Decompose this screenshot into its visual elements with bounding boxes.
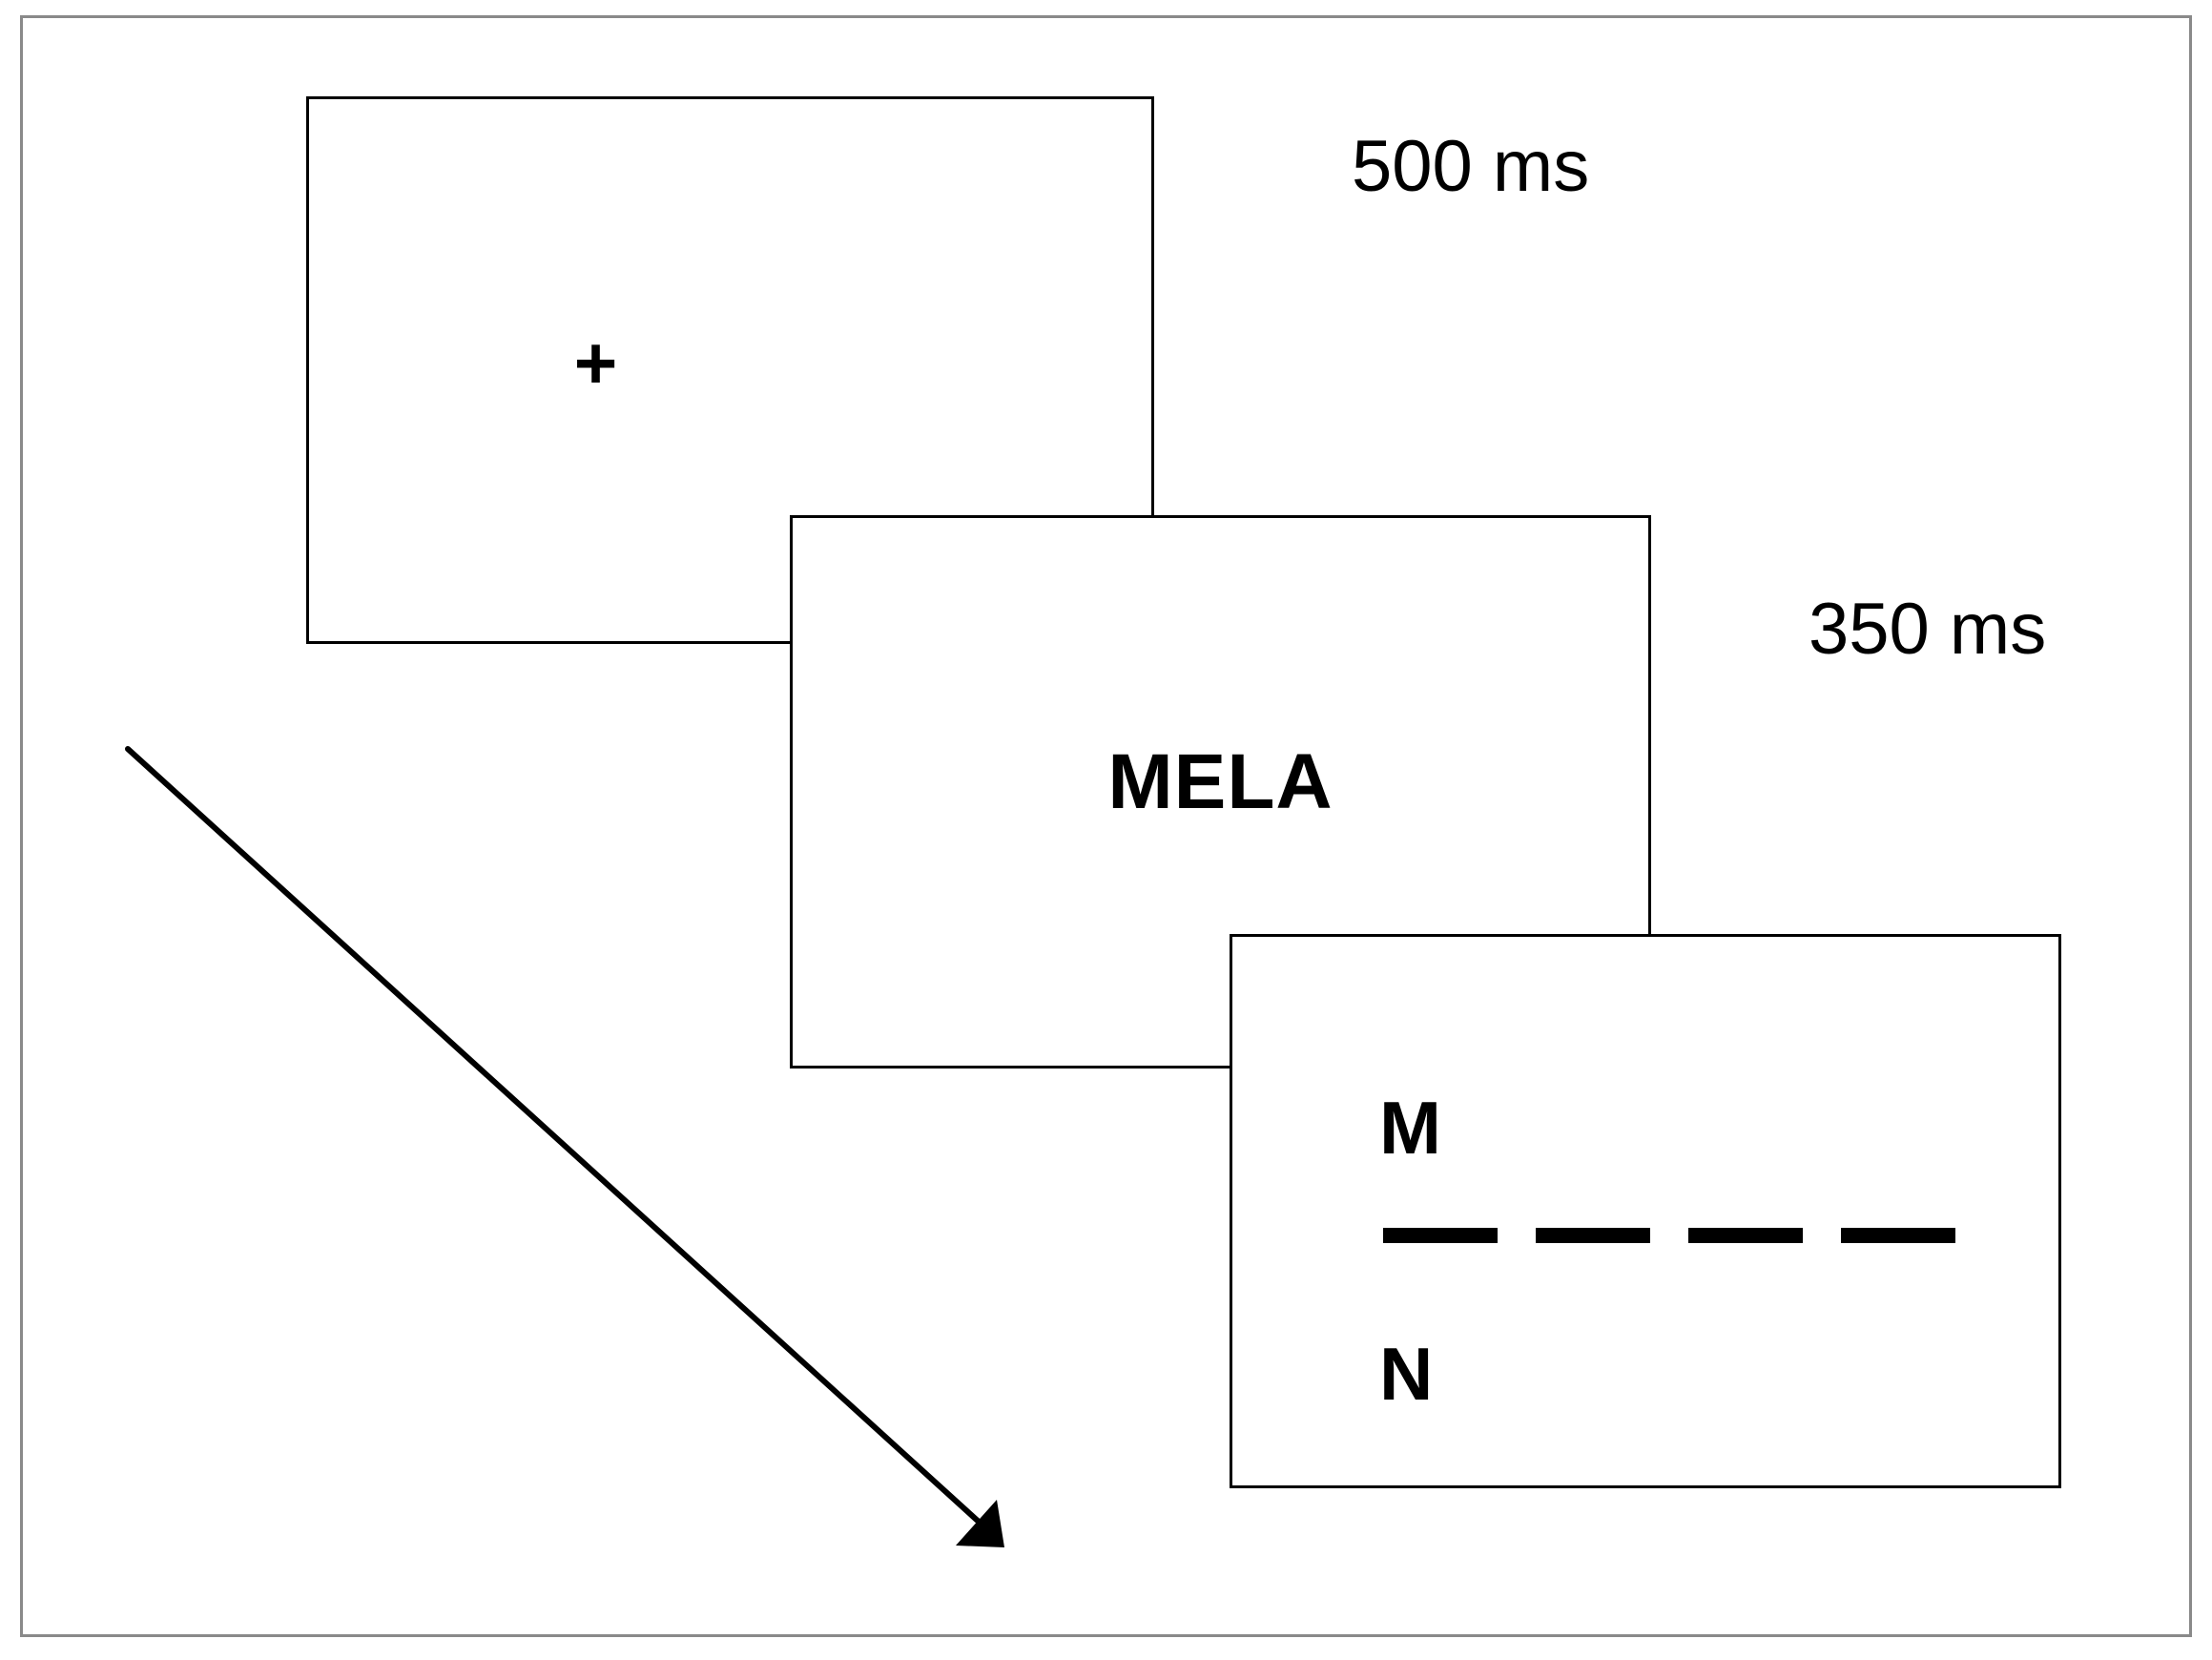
blank-slot-dash <box>1688 1228 1803 1243</box>
response-screen: M N <box>1230 934 2061 1488</box>
blank-slot-dash <box>1841 1228 1955 1243</box>
stimulus-word: MELA <box>1107 738 1333 825</box>
fixation-cross: + <box>573 321 618 405</box>
fixation-duration-label: 500 ms <box>1352 126 1590 207</box>
response-letter-bottom: N <box>1379 1332 1434 1416</box>
blank-slot-dash <box>1536 1228 1650 1243</box>
word-duration-label: 350 ms <box>1809 589 2047 670</box>
blank-slot-dash <box>1383 1228 1498 1243</box>
blank-dashes <box>1383 1228 1955 1243</box>
response-letter-top: M <box>1379 1086 1441 1170</box>
